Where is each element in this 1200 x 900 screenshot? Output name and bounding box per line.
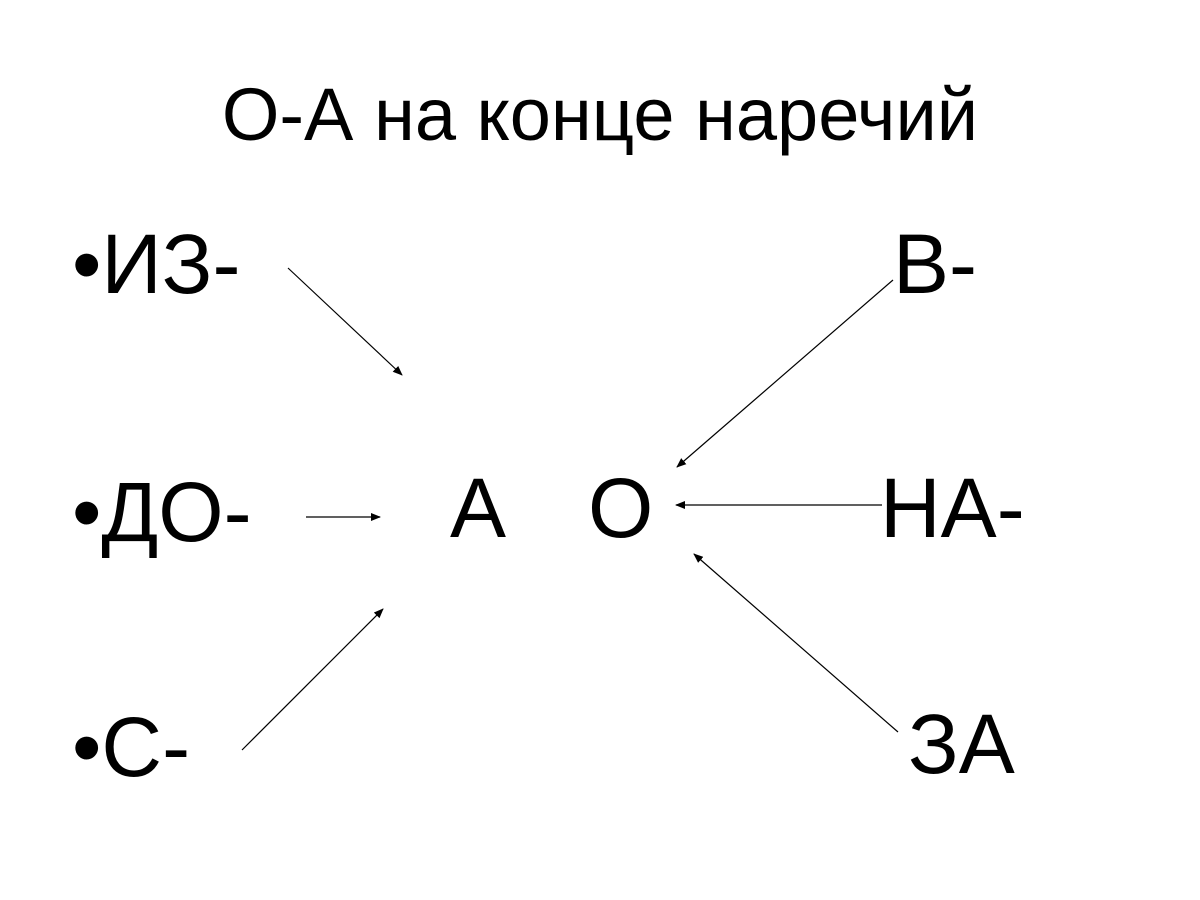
right-item-za: ЗА <box>908 697 1015 791</box>
bullet: • <box>72 217 102 311</box>
bullet: • <box>72 465 102 559</box>
slide-title: О-А на конце наречий <box>221 73 979 156</box>
center-letter-o: О <box>588 461 654 555</box>
prefix-label: ИЗ- <box>101 217 241 311</box>
center-letter-a: А <box>450 461 507 555</box>
prefix-label: ДО- <box>101 465 252 559</box>
left-item-iz: •ИЗ- <box>72 222 241 306</box>
left-item-s: •С- <box>72 705 190 789</box>
bullet: • <box>72 700 102 794</box>
right-item-na: НА- <box>880 461 1025 555</box>
prefix-label: С- <box>101 700 191 794</box>
arrow-s-to-a <box>241 608 384 751</box>
arrow-iz-to-a <box>287 267 403 376</box>
arrow-za-to-o <box>693 553 899 733</box>
arrow-v-to-o <box>676 279 894 468</box>
left-item-do: •ДО- <box>72 470 252 554</box>
right-item-v: В- <box>893 217 977 311</box>
